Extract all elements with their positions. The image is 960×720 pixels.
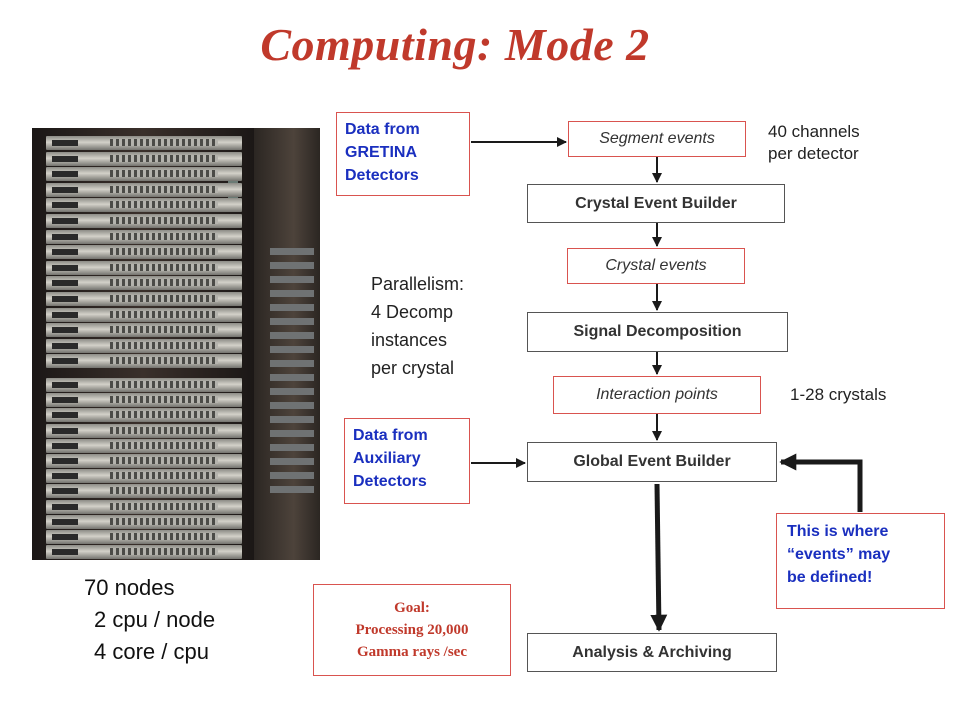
server-unit xyxy=(46,338,242,353)
side-rack-unit xyxy=(270,262,314,269)
channels-note: 40 channels per detector xyxy=(768,121,860,165)
server-unit xyxy=(46,245,242,260)
side-rack-unit xyxy=(270,360,314,367)
global-builder-to-analysis-arrow xyxy=(650,483,668,632)
callout-feedback-arrow xyxy=(779,453,863,512)
auxiliary-source-box: Data from Auxiliary Detectors xyxy=(344,418,470,504)
side-rack-unit xyxy=(270,416,314,423)
parallelism-note: Parallelism: 4 Decomp instances per crys… xyxy=(371,270,464,382)
callout-line: This is where xyxy=(787,523,889,540)
server-unit xyxy=(46,307,242,322)
goal-box: Goal: Processing 20,000 Gamma rays /sec xyxy=(313,584,511,676)
side-rack-unit xyxy=(270,290,314,297)
server-rack-photo xyxy=(32,128,320,560)
server-unit xyxy=(46,182,242,197)
server-unit xyxy=(46,408,242,423)
side-rack-unit xyxy=(270,276,314,283)
slide-title: Computing: Mode 2 xyxy=(260,19,650,70)
side-rack-unit xyxy=(270,486,314,493)
auxiliary-source-line: Detectors xyxy=(353,473,427,490)
side-rack-unit xyxy=(270,472,314,479)
gretina-source-box: Data from GRETINA Detectors xyxy=(336,112,470,196)
side-rack-unit xyxy=(270,388,314,395)
events-defined-callout: This is where “events” may be defined! xyxy=(776,513,945,609)
server-unit xyxy=(46,167,242,182)
server-unit xyxy=(46,229,242,244)
goal-label: Goal: xyxy=(394,600,430,616)
node-count: 70 nodes xyxy=(84,575,175,600)
side-rack-unit xyxy=(270,318,314,325)
gretina-source-line: Data from xyxy=(345,121,420,138)
side-rack-unit xyxy=(270,444,314,451)
side-rack-unit xyxy=(270,430,314,437)
channels-note-line: per detector xyxy=(768,144,859,163)
side-rack-unit xyxy=(270,346,314,353)
server-unit xyxy=(46,214,242,228)
side-rack-unit xyxy=(270,304,314,311)
server-unit xyxy=(46,438,242,453)
global-event-builder-box: Global Event Builder xyxy=(527,442,777,482)
server-unit xyxy=(46,276,242,291)
server-unit xyxy=(46,514,242,529)
gretina-source-line: Detectors xyxy=(345,167,419,184)
node-stats: 70 nodes 2 cpu / node 4 core / cpu xyxy=(84,572,215,668)
segment-events-box: Segment events xyxy=(568,121,746,157)
channels-note-line: 40 channels xyxy=(768,122,860,141)
server-unit xyxy=(46,530,242,544)
auxiliary-source-line: Data from xyxy=(353,427,428,444)
parallelism-line: per crystal xyxy=(371,358,455,378)
server-unit xyxy=(46,292,242,306)
server-unit xyxy=(46,393,242,408)
cpu-per-node: 2 cpu / node xyxy=(94,607,216,632)
goal-line: Processing 20,000 xyxy=(355,622,469,638)
crystal-event-builder-box: Crystal Event Builder xyxy=(527,184,785,223)
crystal-events-box: Crystal events xyxy=(567,248,745,284)
server-unit xyxy=(46,198,242,213)
server-unit xyxy=(46,136,242,150)
side-rack-unit xyxy=(270,374,314,381)
goal-line: Gamma rays /sec xyxy=(357,644,467,660)
server-unit xyxy=(46,151,242,166)
server-unit xyxy=(46,323,242,338)
side-rack-unit xyxy=(270,402,314,409)
core-per-cpu: 4 core / cpu xyxy=(94,639,209,664)
interaction-points-box: Interaction points xyxy=(553,376,761,414)
server-unit xyxy=(46,484,242,499)
server-unit xyxy=(46,260,242,275)
side-rack-unit xyxy=(270,248,314,255)
server-unit xyxy=(46,378,242,392)
server-unit xyxy=(46,469,242,484)
side-rack-unit xyxy=(270,332,314,339)
auxiliary-source-line: Auxiliary xyxy=(353,450,421,467)
server-unit xyxy=(46,545,242,560)
analysis-archiving-box: Analysis & Archiving xyxy=(527,633,777,672)
server-unit xyxy=(46,499,242,514)
server-unit xyxy=(46,354,242,369)
callout-line: be defined! xyxy=(787,569,873,586)
server-unit xyxy=(46,423,242,438)
parallelism-line: Parallelism: xyxy=(371,274,465,294)
server-unit xyxy=(46,454,242,468)
signal-decomposition-box: Signal Decomposition xyxy=(527,312,788,352)
crystals-note: 1-28 crystals xyxy=(790,385,887,404)
side-rack-unit xyxy=(270,458,314,465)
parallelism-line: instances xyxy=(371,330,448,350)
callout-line: “events” may xyxy=(787,546,891,563)
parallelism-line: 4 Decomp xyxy=(371,302,454,322)
gretina-source-line: GRETINA xyxy=(345,144,417,161)
